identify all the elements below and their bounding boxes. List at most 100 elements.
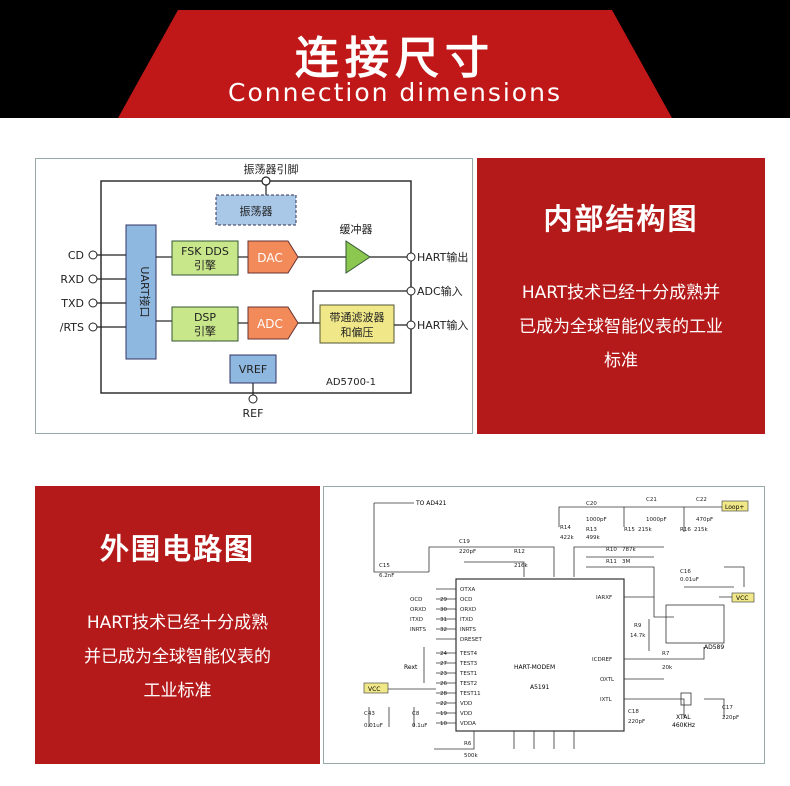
pin-rts: /RTS (60, 321, 84, 334)
svg-text:TEST1: TEST1 (459, 671, 477, 677)
block-desc-line-1: HART技术已经十分成熟并 (521, 283, 721, 303)
part-label: AD5700-1 (326, 377, 376, 388)
svg-text:DRESET: DRESET (460, 637, 482, 643)
chip-left-pins: OTXA OCD ORXD ITXD INRTS DRESET TEST4 TE… (459, 587, 482, 727)
loop-flag (721, 500, 749, 512)
uart-block (125, 224, 157, 360)
oscillator-block (215, 194, 297, 226)
svg-text:R16: R16 (680, 527, 691, 533)
svg-text:IARXF: IARXF (596, 595, 612, 601)
filter-label: 带通滤波器 (330, 311, 385, 324)
svg-text:220pF: 220pF (628, 719, 645, 725)
svg-text:ICDREF: ICDREF (592, 657, 612, 663)
svg-text:OTXA: OTXA (460, 587, 475, 593)
dsp-label-2: 引擎 (194, 324, 216, 338)
block-diagram-panel: 振荡器引脚 振荡器 UART接口 CD RXD TXD /RTS FSK DDS… (35, 158, 473, 434)
chip-right-pins: IARXF ICDREF OXTL IXTL (592, 595, 615, 703)
svg-text:ITXD: ITXD (460, 617, 473, 623)
svg-text:C19: C19 (459, 539, 470, 545)
circuit-desc-line-2: 并已成为全球智能仪表的 (84, 647, 271, 667)
page-title: 连接尺寸 (295, 33, 495, 84)
svg-text:C8: C8 (412, 711, 420, 717)
svg-text:20k: 20k (662, 665, 673, 671)
svg-text:0.01uF: 0.01uF (364, 723, 383, 729)
svg-text:30: 30 (440, 607, 447, 613)
ref-label: REF (243, 407, 264, 420)
svg-text:R14: R14 (560, 525, 571, 531)
svg-text:3M: 3M (622, 559, 630, 565)
block-heading: 内部结构图 (543, 202, 699, 236)
svg-text:C15: C15 (379, 563, 390, 569)
vcc-label-left: VCC (368, 686, 380, 693)
osc-pin-label: 振荡器引脚 (244, 162, 299, 176)
svg-text:C17: C17 (722, 705, 733, 711)
svg-text:R13: R13 (586, 527, 597, 533)
svg-text:C21: C21 (646, 497, 657, 503)
crystal-freq: 460KHz (672, 722, 695, 729)
svg-text:ITXD: ITXD (410, 617, 423, 623)
filter-label-2: 和偏压 (341, 325, 374, 339)
buffer-triangle (345, 240, 371, 274)
svg-text:C20: C20 (586, 501, 597, 507)
svg-text:10: 10 (440, 721, 447, 727)
svg-text:C16: C16 (680, 569, 691, 575)
loop-label: Loop+ (725, 504, 744, 511)
to-ad421-label: TO AD421 (415, 500, 447, 507)
svg-text:R15: R15 (624, 527, 635, 533)
svg-text:29: 29 (440, 597, 447, 603)
fsk-dds-block (171, 240, 239, 276)
rext-label: Rext (404, 664, 418, 671)
svg-text:R6: R6 (464, 741, 472, 747)
svg-text:500k: 500k (464, 753, 478, 759)
schematic-panel: Loop+ VCC VCC TO AD421 HART-MODEM A5191 … (323, 486, 765, 764)
svg-text:220pF: 220pF (722, 715, 739, 721)
pin-txd: TXD (60, 297, 84, 310)
svg-text:31: 31 (440, 617, 447, 623)
vref-label: VREF (239, 363, 267, 376)
vref-block (229, 354, 277, 384)
svg-text:422k: 422k (560, 535, 574, 541)
svg-text:C18: C18 (628, 709, 639, 715)
page-subtitle: Connection dimensions (228, 78, 562, 107)
circuit-desc-line-1: HART技术已经十分成熟 (86, 613, 269, 633)
dac-label: DAC (257, 251, 282, 265)
component-values: 6.2nF 220pF 1000pF 1000pF 470pF 0.01uF 2… (364, 517, 739, 759)
svg-text:26: 26 (440, 681, 447, 687)
svg-text:32: 32 (440, 627, 447, 633)
block-desc-line-2: 已成为全球智能仪表的工业 (519, 317, 723, 337)
ic-ref-label: AD589 (704, 644, 724, 651)
svg-text:VDD: VDD (460, 701, 472, 707)
svg-text:24: 24 (440, 651, 447, 657)
svg-text:R12: R12 (514, 549, 525, 555)
svg-text:0.01uF: 0.01uF (680, 577, 699, 583)
svg-text:787k: 787k (622, 547, 636, 553)
adc-block (247, 306, 299, 340)
svg-text:R7: R7 (662, 651, 670, 657)
pin-cd: CD (68, 249, 84, 262)
svg-text:23: 23 (440, 671, 447, 677)
chip-name: HART-MODEM (514, 664, 555, 671)
crystal-label: XTAL (676, 714, 691, 721)
svg-text:1000pF: 1000pF (586, 517, 607, 523)
fsk-label: FSK DDS (181, 245, 229, 258)
filter-block (319, 304, 395, 344)
adc-label: ADC (257, 317, 283, 331)
svg-text:216k: 216k (514, 563, 528, 569)
vcc-flag-right (731, 592, 755, 603)
svg-text:OCD: OCD (460, 597, 472, 603)
circuit-heading: 外围电路图 (99, 532, 255, 566)
circuit-desc-line-3: 工业标准 (143, 681, 212, 701)
block-description-panel: 内部结构图 HART技术已经十分成熟并 已成为全球智能仪表的工业 标准 (477, 158, 765, 434)
svg-text:TEST11: TEST11 (459, 691, 481, 697)
fsk-label-2: 引擎 (194, 258, 216, 272)
dsp-block (171, 306, 239, 342)
svg-text:R11: R11 (606, 559, 617, 565)
circuit-description-panel: 外围电路图 HART技术已经十分成熟 并已成为全球智能仪表的 工业标准 (35, 486, 320, 764)
svg-text:0.1uF: 0.1uF (412, 723, 427, 729)
svg-text:VDDA: VDDA (460, 721, 476, 727)
svg-text:TEST3: TEST3 (459, 661, 478, 667)
svg-text:OXTL: OXTL (600, 677, 615, 683)
svg-text:IXTL: IXTL (600, 697, 613, 703)
component-labels: C15 C19 C20 C21 C22 C16 C17 C18 C43 C8 R… (364, 497, 733, 747)
svg-text:215k: 215k (638, 527, 652, 533)
